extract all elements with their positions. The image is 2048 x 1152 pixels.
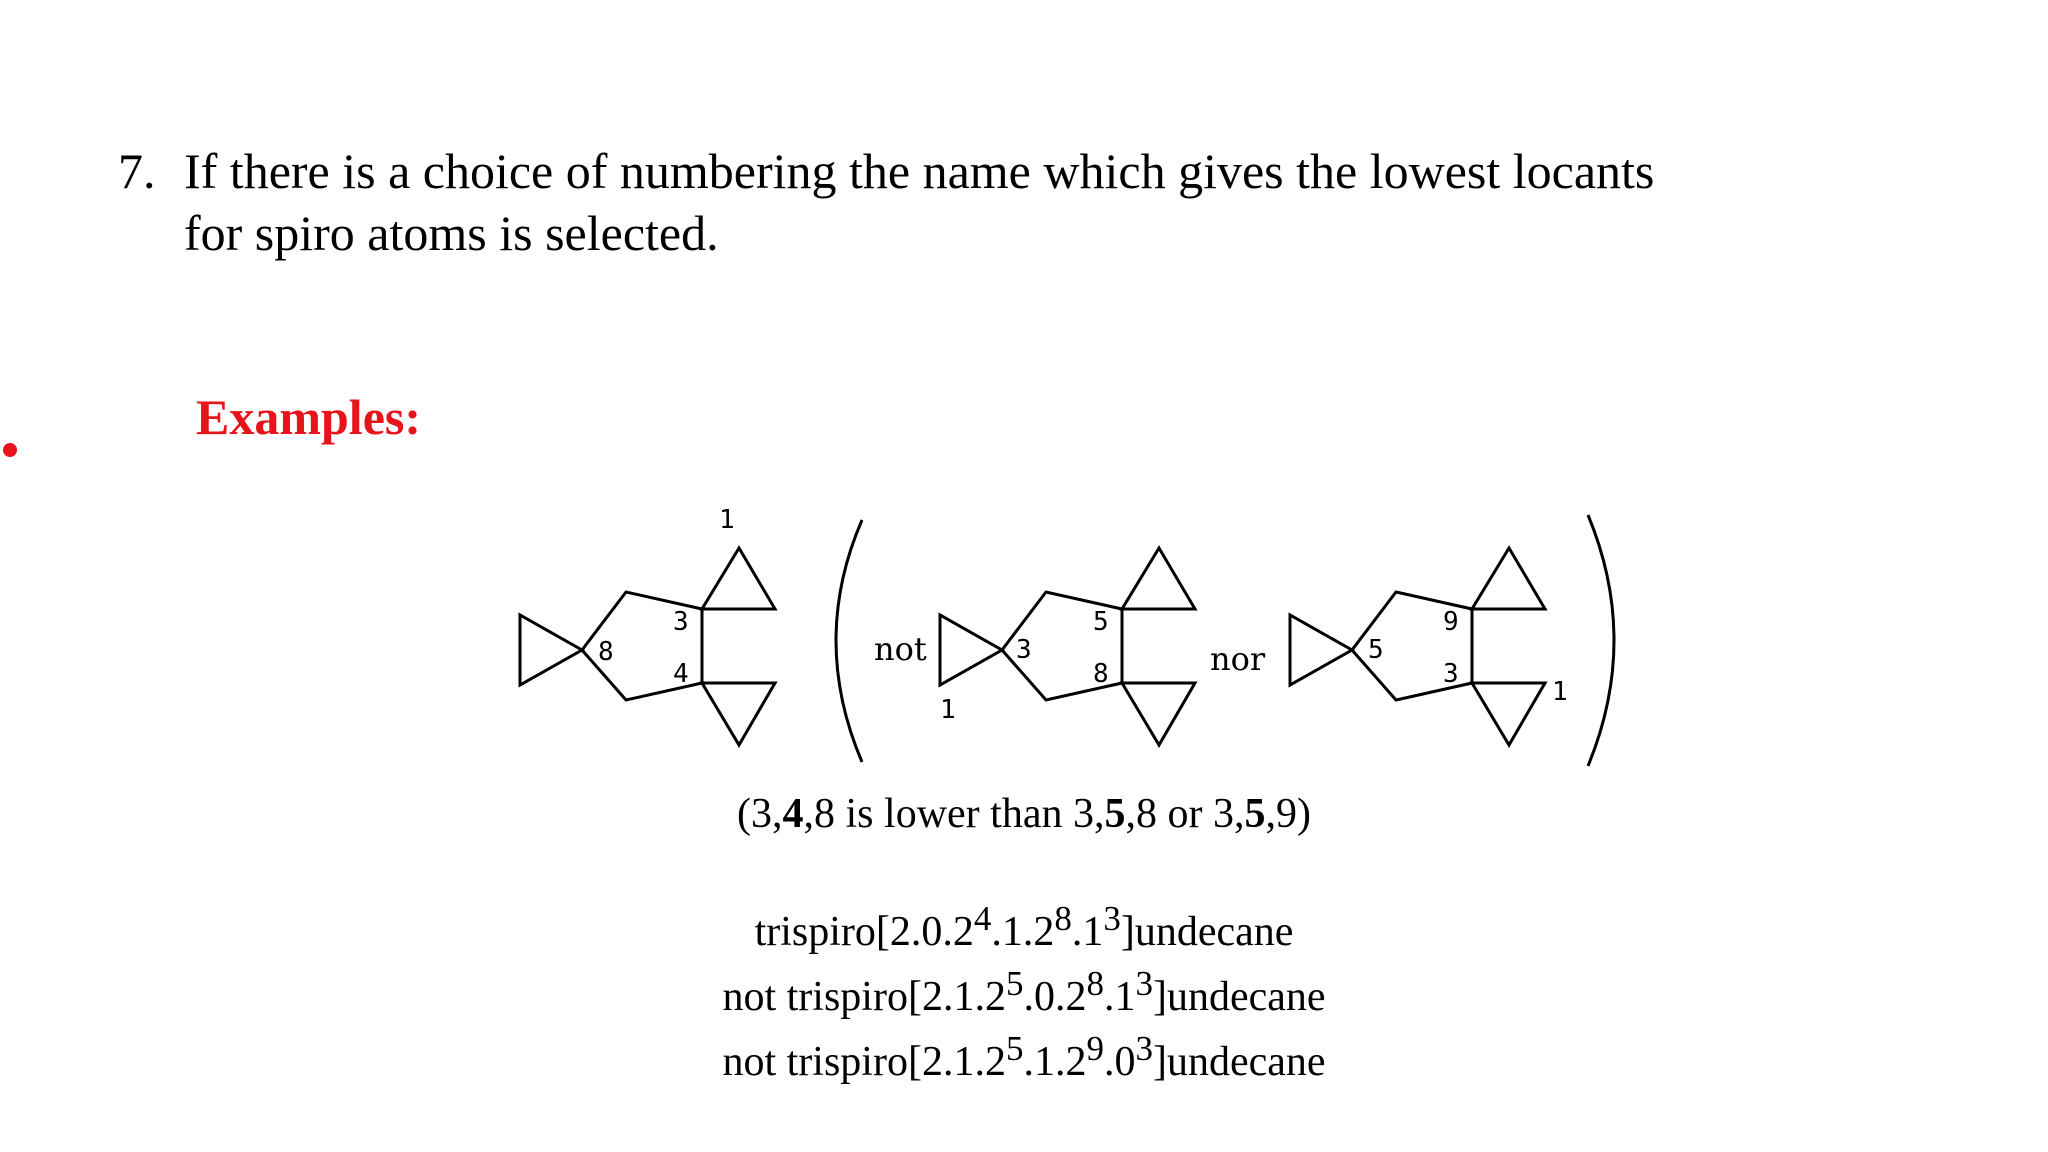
name-line-correct: trispiro[2.0.24.1.28.13]undecane [0,893,2048,958]
structure-2: 1 3 5 8 [938,545,1198,748]
s1-label-3: 3 [673,607,689,637]
name-superscript: 3 [1135,1029,1153,1068]
compound-names: trispiro[2.0.24.1.28.13]undecane not tri… [0,893,2048,1088]
name-part: not trispiro[2.1.2 [722,974,1006,1020]
rule-text-line1: If there is a choice of numbering the na… [184,143,1655,199]
s2-label-1: 1 [940,695,956,725]
comparison-open: (3, [737,791,783,837]
open-parenthesis [834,519,864,763]
comparison-mid-2: ,8 or 3, [1125,791,1245,837]
comparison-bold-3: 5 [1244,791,1266,837]
name-part: ]undecane [1152,974,1326,1020]
bullet-dot [3,443,17,457]
comparison-mid-1: ,8 is lower than 3, [803,791,1105,837]
s2-label-8: 8 [1093,659,1109,689]
examples-heading: Examples: [196,389,421,445]
s3-label-3: 3 [1443,659,1459,689]
s3-label-1: 1 [1552,677,1568,707]
rule-text-line2: for spiro atoms is selected. [184,205,719,261]
comparison-close: ,9) [1265,791,1311,837]
name-superscript: 3 [1135,964,1153,1003]
name-superscript: 9 [1086,1029,1104,1068]
s1-label-8: 8 [598,637,614,667]
structure-3: 1 3 5 9 [1288,545,1568,748]
close-parenthesis [1586,514,1616,767]
name-superscript: 5 [1005,964,1024,1003]
word-nor: nor [1210,640,1266,678]
word-not: not [874,630,927,668]
s1-label-1: 1 [719,505,735,535]
name-part: trispiro[2.0.2 [754,909,974,955]
name-line-incorrect-2: not trispiro[2.1.25.1.29.03]undecane [0,1023,2048,1088]
name-part: .0.2 [1023,974,1087,1020]
rule-number: 7. [118,143,156,199]
comparison-bold-1: 4 [782,791,804,837]
name-part: ]undecane [1120,909,1294,955]
comparison-bold-2: 5 [1104,791,1126,837]
name-superscript: 3 [1103,899,1121,938]
name-part: .1 [1103,974,1136,1020]
spiro-structures-diagram: 1 3 4 8 not 1 3 5 8 nor 1 3 5 9 [518,505,1616,767]
structure-1: 1 3 4 8 [518,505,778,748]
name-part: .1.2 [1023,1039,1087,1085]
name-part: .1 [1071,909,1104,955]
name-part: .1.2 [991,909,1055,955]
name-superscript: 8 [1054,899,1072,938]
locant-comparison: (3,4,8 is lower than 3,5,8 or 3,5,9) [0,790,2048,838]
s1-label-4: 4 [673,659,689,689]
name-part: not trispiro[2.1.2 [722,1039,1006,1085]
s2-label-3: 3 [1016,635,1032,665]
s2-label-5: 5 [1093,607,1109,637]
name-part: .0 [1103,1039,1136,1085]
name-line-incorrect-1: not trispiro[2.1.25.0.28.13]undecane [0,958,2048,1023]
name-superscript: 4 [973,899,992,938]
name-part: ]undecane [1152,1039,1326,1085]
name-superscript: 5 [1005,1029,1024,1068]
name-superscript: 8 [1086,964,1104,1003]
s3-label-5: 5 [1368,635,1384,665]
s3-label-9: 9 [1443,607,1459,637]
